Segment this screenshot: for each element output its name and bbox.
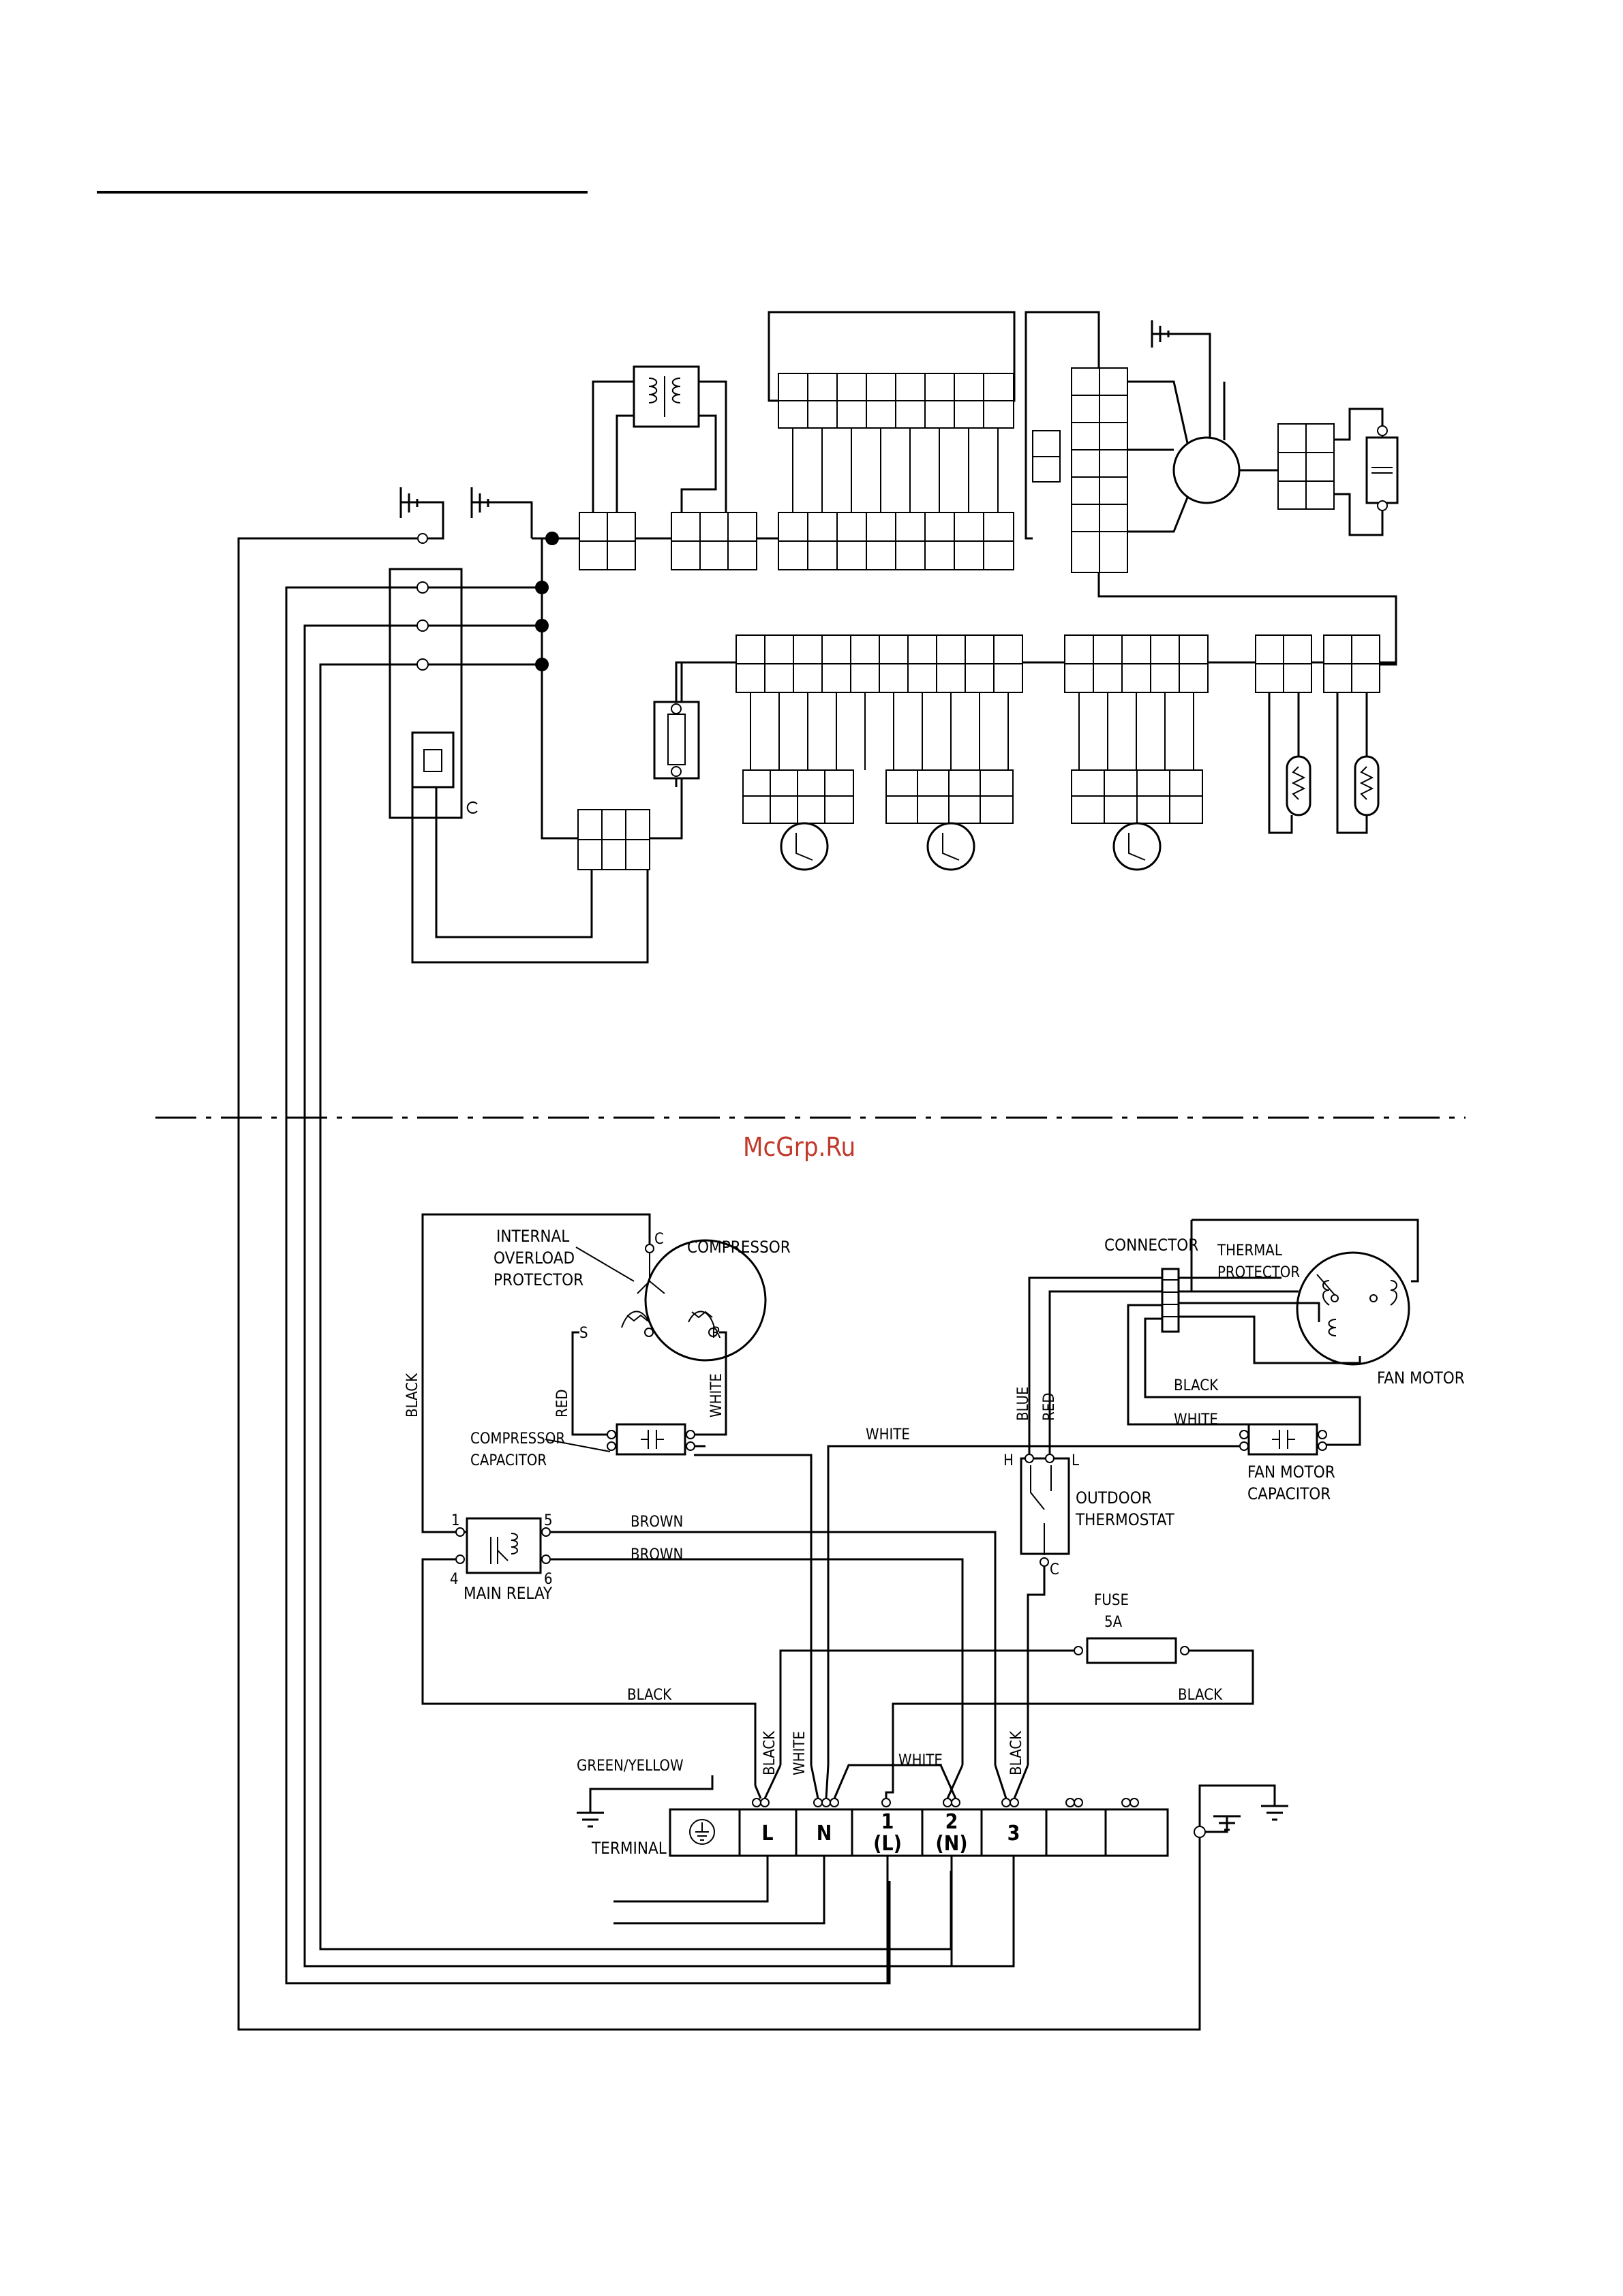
connector-block — [577, 809, 650, 870]
thermistor-icon — [1286, 755, 1311, 816]
connector-block — [1323, 634, 1380, 693]
fan-motor-icon — [1296, 1251, 1410, 1366]
fan-capacitor-label: CAPACITOR — [1247, 1484, 1331, 1503]
wire-label-white: WHITE — [708, 1373, 725, 1418]
fuse-icon — [1086, 1637, 1177, 1664]
connector-block — [735, 634, 1023, 693]
thermostat-pin-l: L — [1072, 1452, 1079, 1469]
compressor-icon — [644, 1239, 767, 1362]
wire-label-black: BLACK — [1174, 1377, 1219, 1394]
terminal-label-1-sub: (L) — [873, 1832, 902, 1856]
compressor-pin-c: C — [654, 1231, 664, 1248]
terminal-screw — [416, 619, 429, 632]
relay-pin-6: 6 — [544, 1571, 553, 1588]
compressor-capacitor-label: CAPACITOR — [470, 1452, 547, 1469]
connector-label: CONNECTOR — [1104, 1236, 1198, 1255]
compressor-capacitor-label: COMPRESSOR — [470, 1430, 565, 1448]
ground-terminal-icon — [689, 1819, 715, 1845]
connector-block — [1255, 634, 1312, 693]
fan-motor-icon — [1172, 436, 1241, 504]
thermostat-pin-c: C — [1050, 1561, 1059, 1578]
fan-capacitor-icon — [1247, 1423, 1318, 1456]
terminal-label-1: 1 — [881, 1810, 894, 1834]
wire-label-blue: BLUE — [1015, 1387, 1032, 1422]
fan-motor-label: FAN MOTOR — [1377, 1368, 1465, 1388]
main-relay-label: MAIN RELAY — [464, 1584, 553, 1603]
thermal-protector-label: THERMAL — [1217, 1242, 1282, 1259]
connector-block — [778, 373, 1014, 429]
wire-label-white: WHITE — [1174, 1411, 1218, 1428]
indoor-fuse — [411, 731, 455, 789]
wire-label-red: RED — [554, 1390, 571, 1418]
relay-pin-1: 1 — [451, 1512, 460, 1529]
terminal-block — [669, 1808, 1169, 1857]
thermostat-label: THERMOSTAT — [1075, 1510, 1175, 1529]
ground-symbol — [470, 487, 533, 538]
thermistor-icon — [1354, 755, 1380, 816]
connector-block — [1071, 367, 1128, 573]
connector-block — [742, 769, 854, 824]
capacitor-icon — [1365, 436, 1399, 504]
wire-label-white: WHITE — [866, 1426, 910, 1443]
stepping-motor-icon — [1112, 822, 1162, 871]
thermostat-label: OUTDOOR — [1076, 1488, 1152, 1507]
terminal-screw — [416, 658, 429, 671]
wire-label-black: BLACK — [404, 1373, 421, 1418]
indoor-unit — [237, 311, 1399, 2031]
heat-sensor-icon — [466, 801, 478, 814]
terminal-label-2: 2 — [945, 1810, 958, 1834]
terminal-screws — [752, 1798, 1139, 1807]
protector-label: PROTECTOR — [494, 1270, 583, 1289]
wire-label-white: WHITE — [898, 1752, 943, 1769]
thermostat-pin-h: H — [1003, 1452, 1014, 1469]
relay-pin-5: 5 — [544, 1512, 553, 1529]
wire-label-green-yellow: GREEN/YELLOW — [577, 1758, 684, 1775]
terminal-label-l: L — [761, 1822, 773, 1846]
watermark: McGrp.Ru — [743, 1132, 855, 1162]
wire-label-black: BLACK — [1008, 1730, 1025, 1775]
compressor-label: COMPRESSOR — [687, 1238, 791, 1257]
connector-icon — [1161, 1268, 1180, 1333]
terminal-label-2-sub: (N) — [935, 1832, 967, 1856]
outdoor-unit: C S R COMPRESSOR INTERNAL OVERLOAD PROTE… — [404, 1213, 1465, 1983]
protector-label: OVERLOAD — [494, 1249, 575, 1268]
stepping-motor-icon — [926, 822, 975, 871]
wire-label-black: BLACK — [761, 1730, 778, 1775]
main-relay-icon — [466, 1517, 542, 1574]
wire-label-red: RED — [1041, 1393, 1058, 1422]
compressor-pin-r: R — [712, 1325, 721, 1342]
wire-label-black: BLACK — [627, 1687, 672, 1704]
connector-block — [671, 512, 757, 570]
protector-label: INTERNAL — [496, 1227, 569, 1246]
fuse-label: 5A — [1104, 1614, 1123, 1631]
wire-label-brown: BROWN — [631, 1546, 683, 1563]
fuse-label: FUSE — [1094, 1592, 1129, 1609]
terminal-label-3: 3 — [1007, 1822, 1020, 1846]
stepping-motor-icon — [780, 822, 829, 871]
compressor-pin-s: S — [579, 1325, 588, 1342]
transformer-icon — [633, 365, 700, 428]
wire-label-brown: BROWN — [631, 1514, 683, 1531]
ground-symbol — [399, 487, 444, 544]
fan-capacitor-label: FAN MOTOR — [1247, 1463, 1335, 1482]
compressor-capacitor-icon — [616, 1423, 686, 1456]
connector-block — [1071, 769, 1203, 824]
connector-block — [778, 512, 1014, 570]
connector-block — [1064, 634, 1209, 693]
connector-block — [579, 512, 636, 570]
wire-label-white: WHITE — [791, 1731, 808, 1775]
relay-pin-4: 4 — [450, 1571, 459, 1588]
ground-symbol — [1151, 320, 1211, 442]
connector-block — [885, 769, 1014, 824]
wire-label-black: BLACK — [1178, 1687, 1223, 1704]
terminal-label-n: N — [817, 1822, 832, 1846]
terminal-label: TERMINAL — [591, 1839, 667, 1858]
terminal-screw — [416, 581, 429, 594]
connector-block — [1277, 423, 1335, 510]
